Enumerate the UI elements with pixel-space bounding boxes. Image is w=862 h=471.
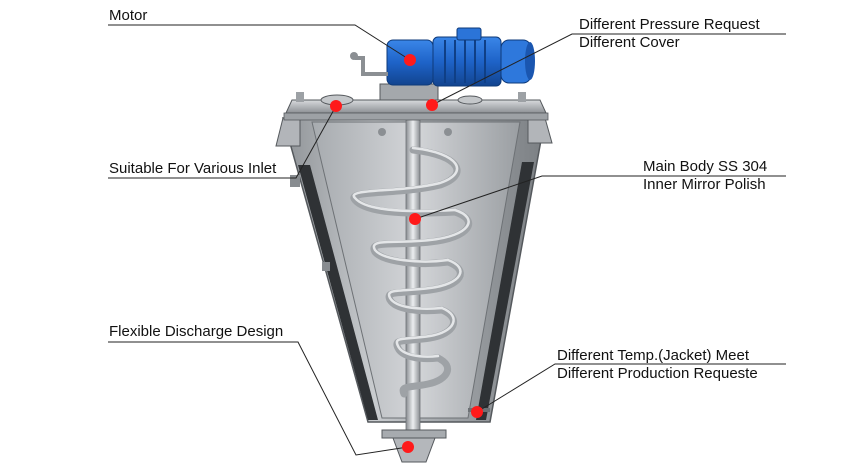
markers bbox=[330, 54, 483, 453]
leader-cover bbox=[431, 33, 786, 106]
leader-discharge bbox=[108, 341, 409, 456]
leader-motor bbox=[108, 24, 411, 61]
callout-jacket-line2: Different Production Requeste bbox=[557, 365, 758, 382]
callout-body: Main Body SS 304 Inner Mirror Polish bbox=[643, 158, 767, 194]
marker-jacket bbox=[471, 406, 483, 418]
callout-body-line1: Main Body SS 304 bbox=[643, 158, 768, 175]
mixer-machine bbox=[275, 27, 553, 463]
jacket-right-edge bbox=[476, 162, 534, 420]
jacket-left-edge bbox=[298, 165, 378, 420]
callout-jacket-line1: Different Temp.(Jacket) Meet bbox=[557, 347, 750, 364]
callout-body-line2: Inner Mirror Polish bbox=[643, 176, 766, 193]
top-flange bbox=[283, 112, 549, 121]
motor-end-cap bbox=[525, 42, 535, 80]
callout-jacket: Different Temp.(Jacket) Meet Different P… bbox=[557, 347, 758, 383]
callout-cover-line2: Different Cover bbox=[579, 34, 680, 51]
lid-handle-right bbox=[518, 92, 526, 102]
callout-cover-line1: Different Pressure Request bbox=[579, 16, 760, 33]
helical-ribbon-highlight bbox=[352, 146, 470, 358]
lid-handle-left bbox=[296, 92, 304, 102]
leader-jacket bbox=[476, 363, 786, 413]
left-bracket bbox=[275, 117, 301, 147]
gearbox-base bbox=[379, 83, 439, 101]
callout-motor-line1: Motor bbox=[109, 7, 148, 24]
lid-bolt-1 bbox=[378, 128, 386, 136]
callout-discharge: Flexible Discharge Design bbox=[109, 323, 283, 341]
lid-bolt-2 bbox=[444, 128, 452, 136]
leader-inlet bbox=[108, 105, 337, 179]
leader-lines bbox=[108, 24, 786, 456]
callout-inlet: Suitable For Various Inlet bbox=[109, 160, 276, 178]
marker-discharge bbox=[402, 441, 414, 453]
discharge-flange bbox=[381, 429, 447, 439]
callout-motor: Motor bbox=[109, 7, 147, 25]
marker-inlet bbox=[330, 100, 342, 112]
crank-handle bbox=[355, 56, 388, 76]
terminal-box bbox=[456, 27, 482, 41]
callout-cover: Different Pressure Request Different Cov… bbox=[579, 16, 760, 52]
callout-inlet-line1: Suitable For Various Inlet bbox=[109, 160, 277, 177]
left-lug bbox=[290, 175, 300, 187]
right-bracket bbox=[527, 117, 553, 144]
marker-cover bbox=[426, 99, 438, 111]
crank-knob bbox=[350, 52, 358, 60]
callout-discharge-line1: Flexible Discharge Design bbox=[109, 323, 284, 340]
discharge-outlet bbox=[392, 437, 436, 463]
motor-housing bbox=[432, 36, 502, 87]
leader-body bbox=[414, 175, 786, 220]
marker-body bbox=[409, 213, 421, 225]
marker-motor bbox=[404, 54, 416, 66]
inlet-port-right bbox=[457, 95, 483, 105]
left-lug-2 bbox=[322, 262, 330, 271]
motor-cooling-fins bbox=[444, 40, 486, 83]
